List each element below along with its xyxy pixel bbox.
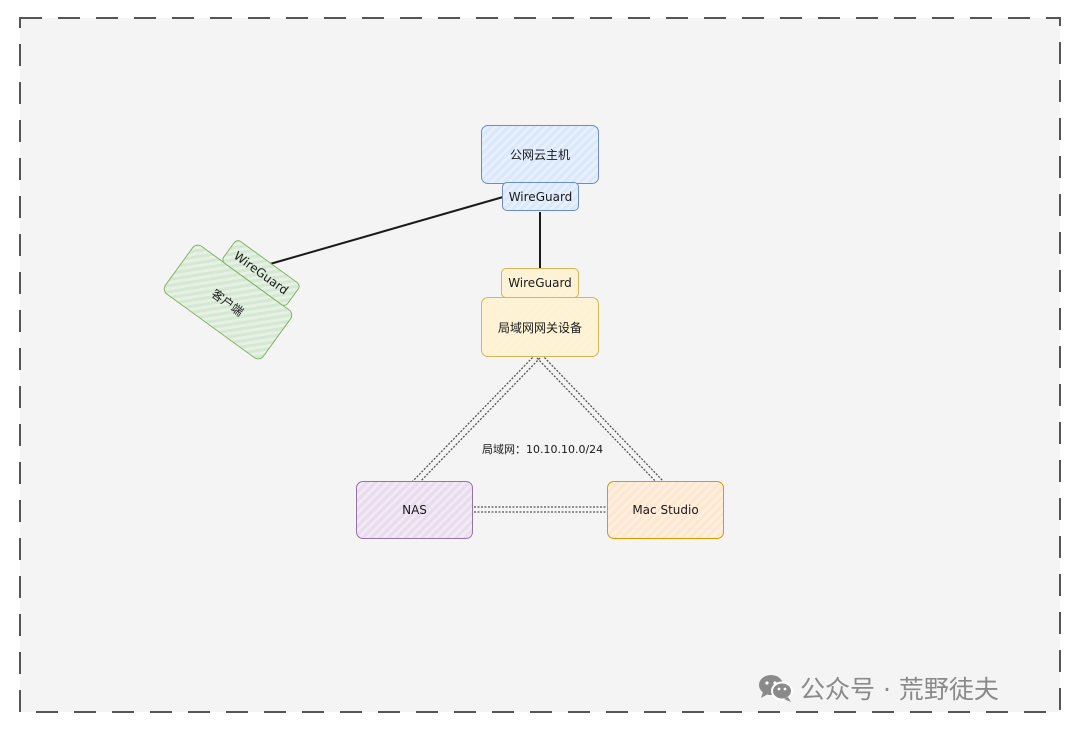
wechat-icon: [759, 675, 793, 702]
cloud-wireguard-label: WireGuard: [508, 189, 573, 204]
watermark-text: 公众号 · 荒野徒夫: [800, 675, 999, 704]
gateway-label: 局域网网关设备: [497, 320, 582, 335]
client-tunnel-link: [269, 196, 504, 265]
gateway-wireguard-node[interactable]: WireGuard: [501, 268, 579, 298]
lan-subnet-label: 局域网：10.10.10.0/24: [482, 443, 604, 456]
mac-studio-node[interactable]: Mac Studio: [607, 481, 724, 539]
lan-link-nas-mac: [474, 506, 608, 513]
nas-node[interactable]: NAS: [356, 481, 473, 539]
mac-studio-label: Mac Studio: [632, 503, 699, 517]
watermark: 公众号 · 荒野徒夫: [758, 670, 999, 706]
lan-link-gateway-nas: [411, 354, 541, 486]
client-label: 客户端: [209, 286, 247, 319]
cloud-wireguard-node[interactable]: WireGuard: [502, 182, 579, 211]
cloud-host-node[interactable]: 公网云主机: [481, 125, 599, 184]
gateway-wireguard-label: WireGuard: [508, 276, 572, 290]
lan-link-gateway-mac: [536, 354, 665, 486]
cloud-host-label: 公网云主机: [509, 148, 570, 162]
nas-label: NAS: [402, 503, 427, 517]
gateway-node[interactable]: 局域网网关设备: [481, 297, 599, 357]
dashed-border: [19, 17, 1061, 713]
